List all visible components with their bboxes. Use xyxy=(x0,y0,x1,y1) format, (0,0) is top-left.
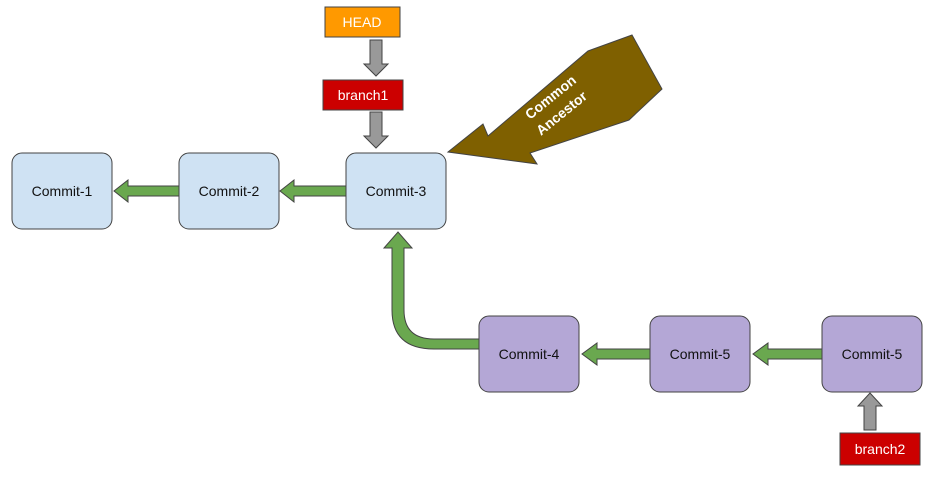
commit-label: Commit-5 xyxy=(842,346,903,362)
commit-node: Commit-5 xyxy=(649,315,751,393)
head-label: HEAD xyxy=(324,6,401,38)
commit-label: Commit-1 xyxy=(32,183,93,199)
lowest-common-ancestor-callout: Lowest Common Ancestor xyxy=(446,34,663,165)
branch1-label: branch1 xyxy=(322,79,404,111)
callout-arrow-shape xyxy=(446,34,663,165)
commit-label: Commit-5 xyxy=(670,346,731,362)
edge-commit4-to-commit3 xyxy=(382,231,480,350)
commit-label: Commit-4 xyxy=(499,346,560,362)
edge-commit6-to-commit5 xyxy=(752,342,823,366)
branch2-label-text: branch2 xyxy=(855,441,906,457)
branch2-label: branch2 xyxy=(839,432,921,466)
edge-commit3-to-commit2 xyxy=(279,178,347,204)
edge-commit5-to-commit4 xyxy=(581,342,651,366)
head-to-branch1-arrow xyxy=(362,39,390,77)
branch1-label-text: branch1 xyxy=(338,87,389,103)
branch2-to-commit6-arrow xyxy=(856,392,884,431)
commit-node: Commit-4 xyxy=(478,315,580,393)
commit-node: Commit-3 xyxy=(345,152,447,230)
commit-node: Commit-5 xyxy=(821,315,923,393)
branch1-to-commit3-arrow xyxy=(362,111,390,149)
commit-label: Commit-3 xyxy=(366,183,427,199)
commit-node: Commit-2 xyxy=(178,152,280,230)
commit-node: Commit-1 xyxy=(11,152,113,230)
head-label-text: HEAD xyxy=(343,14,382,30)
edge-commit2-to-commit1 xyxy=(113,178,181,204)
commit-label: Commit-2 xyxy=(199,183,260,199)
